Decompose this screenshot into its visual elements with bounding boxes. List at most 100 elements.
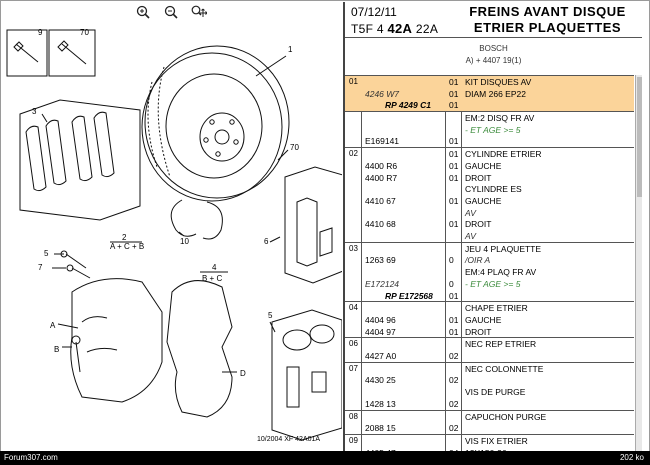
- part-description: DROIT: [465, 172, 492, 183]
- part-description: CAPUCHON PURGE: [465, 411, 547, 422]
- part-row[interactable]: E172124 0 - ET AGE >= 5: [345, 279, 634, 290]
- part-description: VIS DE PURGE: [465, 387, 526, 398]
- zoom-out-icon[interactable]: [163, 4, 179, 20]
- part-reference: 4430 25: [365, 375, 396, 386]
- part-row[interactable]: EM:2 DISQ FR AV: [345, 113, 634, 124]
- part-row[interactable]: AV: [345, 231, 634, 242]
- callout-D: D: [240, 369, 246, 378]
- part-reference: 4246 W7: [365, 88, 400, 99]
- part-description: GAUCHE: [465, 195, 502, 206]
- part-description: DIAM 266 EP22: [465, 88, 526, 99]
- part-description: AV: [465, 231, 476, 242]
- parts-list-panel: 07/12/11 T5F 4 42A 22A FREINS AVANT DISQ…: [343, 2, 642, 451]
- part-quantity: 01: [449, 326, 459, 337]
- part-description: GAUCHE: [465, 160, 502, 171]
- part-row[interactable]: EM:4 PLAQ FR AV: [345, 267, 634, 278]
- part-quantity: 02: [449, 398, 459, 409]
- scroll-thumb[interactable]: [637, 77, 642, 197]
- part-reference: 4405 47: [365, 448, 396, 451]
- part-reference: E169141: [365, 136, 400, 147]
- screw-70-box: [48, 29, 96, 77]
- part-row[interactable]: JEU 4 PLAQUETTE: [345, 244, 634, 255]
- part-row[interactable]: NEC REP ETRIER: [345, 339, 634, 350]
- part-row[interactable]: CYLINDRE ES: [345, 184, 634, 195]
- part-row[interactable]: 4405 470412X150-36: [345, 448, 634, 451]
- part-quantity: 0: [449, 278, 454, 289]
- part-row[interactable]: CHAPE ETRIER: [345, 303, 634, 314]
- header-date: 07/12/11: [351, 5, 397, 19]
- part-reference: E172124: [365, 278, 400, 289]
- part-reference: 2088 15: [365, 423, 396, 434]
- site-name: Forum307.com: [4, 453, 58, 462]
- page-title: FREINS AVANT DISQUE: [469, 4, 626, 19]
- part-description: 12X150-36: [465, 448, 507, 451]
- ref-prefix: T5F 4: [351, 22, 388, 36]
- part-row[interactable]: VIS FIX ETRIER: [345, 436, 634, 447]
- file-size: 202 ko: [619, 453, 644, 462]
- formula-1: A + C + B: [110, 242, 144, 251]
- part-row[interactable]: AV: [345, 208, 634, 219]
- zoom-pan-icon[interactable]: [191, 4, 207, 20]
- spring-clips: [170, 199, 223, 240]
- screw-9-box: [6, 29, 48, 77]
- caliper-kit-box-8: [284, 166, 344, 284]
- seal-kit-box-5: [271, 309, 343, 441]
- part-row[interactable]: VIS DE PURGE: [345, 387, 634, 398]
- part-reference: 1428 13: [365, 398, 396, 409]
- part-row[interactable]: 1428 13 02: [345, 399, 634, 410]
- part-description: VIS FIX ETRIER: [465, 436, 528, 446]
- part-description: - ET AGE >= 5: [465, 124, 521, 135]
- part-description: CHAPE ETRIER: [465, 303, 528, 314]
- group-number: 03: [349, 243, 358, 253]
- part-quantity: 01: [449, 290, 459, 301]
- brake-disc: [141, 45, 290, 202]
- part-description: JEU 4 PLAQUETTE: [465, 243, 542, 254]
- part-description: - ET AGE >= 5: [465, 278, 521, 289]
- ref-suffix: 22A: [412, 22, 439, 36]
- part-description: CYLINDRE ES: [465, 184, 522, 195]
- exploded-parts-diagram: 9 70 1 70 3 6 10 5 5 7 A B D 2 A + C + B…: [2, 22, 344, 450]
- part-row[interactable]: NEC COLONNETTE: [345, 364, 634, 375]
- part-row[interactable]: RP E172568 01: [345, 291, 634, 302]
- vertical-scrollbar[interactable]: [635, 75, 642, 451]
- callout-6: 6: [264, 237, 269, 246]
- replacement-ref: RP E172568: [385, 290, 433, 301]
- diagram-reference-code: 10/2004 XF 42A01A: [257, 436, 321, 443]
- page-subtitle: ETRIER PLAQUETTES: [473, 20, 622, 35]
- formula-1-num: 2: [122, 233, 127, 242]
- zoom-in-icon[interactable]: [135, 4, 151, 20]
- col-divider-2: [445, 75, 446, 451]
- part-description: DROIT: [465, 326, 492, 337]
- part-description: NEC COLONNETTE: [465, 363, 544, 374]
- part-row[interactable]: - ET AGE >= 5: [345, 125, 634, 136]
- callout-7: 7: [38, 263, 43, 272]
- group-number: 02: [349, 149, 358, 159]
- caliper-body: [70, 278, 163, 403]
- replacement-ref: RP 4249 C1: [385, 100, 431, 111]
- part-row[interactable]: CAPUCHON PURGE: [345, 412, 634, 423]
